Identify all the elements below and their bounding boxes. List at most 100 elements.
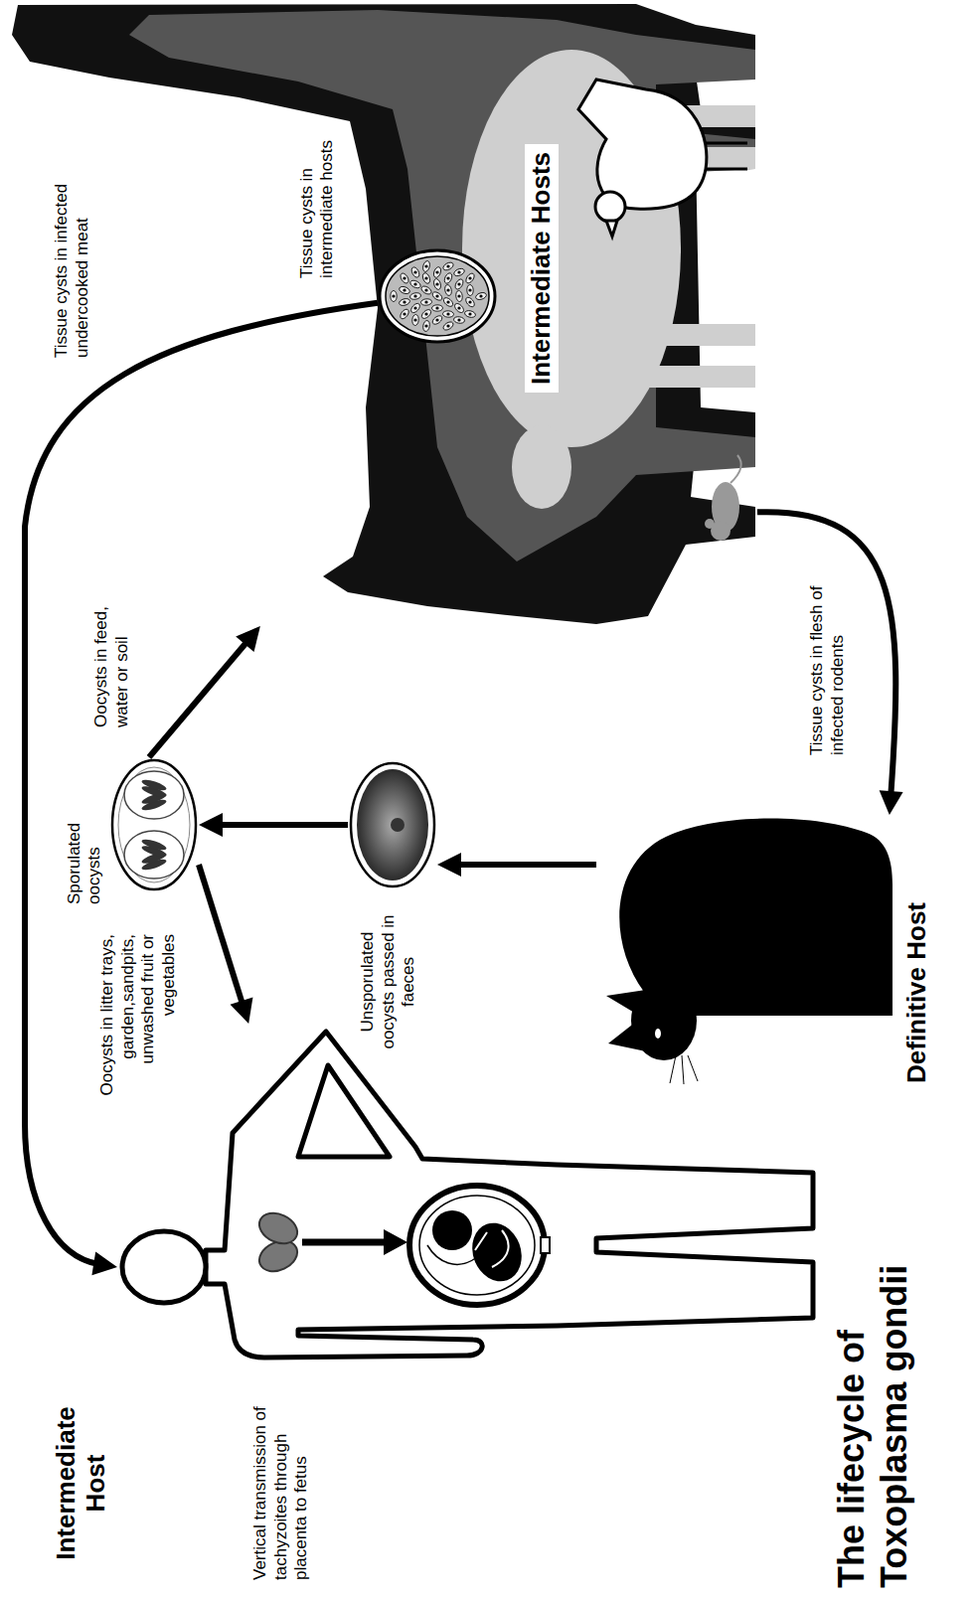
bradyzoite — [455, 290, 464, 303]
text-holder: The lifecycle of Toxoplasma gondii — [829, 1160, 916, 1589]
bradyzoite-nucleus — [446, 324, 450, 327]
oocyst-wall — [118, 767, 190, 883]
arrow-line — [757, 511, 896, 798]
bradyzoite-nucleus — [446, 276, 450, 280]
oocyst-wall — [350, 763, 435, 887]
cat — [606, 817, 893, 1085]
bradyzoite — [409, 302, 422, 315]
bradyzoite — [453, 316, 466, 325]
black-animal-part — [11, 3, 756, 625]
rodent-part — [730, 455, 742, 484]
arrow-connector — [757, 511, 904, 815]
chicken-part — [595, 191, 626, 222]
human-figure-part — [298, 1065, 390, 1157]
bradyzoite-nucleus — [402, 288, 406, 292]
bradyzoite-nucleus — [457, 306, 461, 310]
chicken — [578, 79, 748, 237]
bradyzoite-nucleus — [413, 282, 417, 286]
bradyzoite — [464, 296, 477, 310]
tissue-cyst: Tissue cysts in intermediate hosts — [377, 248, 497, 344]
oocyst-wall — [112, 760, 196, 890]
cat-host: Definitive Host — [596, 814, 895, 1064]
chicken-part — [606, 220, 618, 237]
bradyzoite-nucleus — [435, 270, 439, 274]
text-holder: Sporulated oocysts — [64, 795, 106, 905]
bradyzoite — [443, 272, 454, 286]
bradyzoite — [467, 284, 475, 296]
cat-part — [685, 989, 893, 1016]
bradyzoite-nucleus — [424, 264, 428, 268]
host-label: Definitive Host — [902, 844, 933, 1084]
cat-part — [606, 989, 647, 1014]
host-label: Intermediate Host — [51, 1396, 112, 1571]
bradyzoite — [475, 291, 487, 301]
human-figure — [122, 1031, 813, 1358]
bradyzoite — [420, 298, 433, 307]
bradyzoite — [390, 291, 397, 303]
arrow-connector — [198, 812, 348, 837]
womb-part — [419, 1195, 535, 1296]
text-holder: Oocysts in feed, water or soil — [91, 568, 133, 728]
arrow-line — [216, 821, 348, 828]
sporozoite — [141, 837, 168, 853]
bradyzoite-nucleus — [457, 318, 461, 322]
animal-hosts: Intermediate HostsTissue cysts in interm… — [19, 9, 758, 627]
cat-part — [669, 1055, 698, 1085]
bradyzoite — [398, 308, 411, 322]
cyst-wall — [379, 250, 495, 342]
human-host: Intermediate Host — [117, 1023, 806, 1402]
bradyzoite-nucleus — [446, 288, 450, 292]
text-holder: Unsporulated oocysts passed in faeces — [357, 912, 420, 1052]
stage-label: Tissue cysts in intermediate hosts — [297, 109, 338, 279]
placenta-part — [254, 1207, 303, 1250]
bradyzoite — [398, 272, 410, 286]
bradyzoite — [442, 296, 456, 309]
bradyzoite-nucleus — [413, 306, 417, 310]
bradyzoite-nucleus — [468, 300, 472, 304]
bradyzoite-nucleus — [446, 300, 450, 304]
black-animal — [11, 3, 756, 625]
sheep-part — [646, 324, 756, 346]
arrowhead — [879, 790, 904, 815]
human-figure-part — [205, 1031, 813, 1358]
cat-part — [654, 1028, 661, 1039]
text-holder: Oocysts in litter trays, garden,sandpits… — [97, 934, 180, 1138]
arrow-line — [24, 303, 378, 1266]
womb-part — [427, 1245, 478, 1265]
transmission-arrow-part — [383, 1229, 408, 1256]
bradyzoite-nucleus — [424, 312, 428, 316]
bradyzoite-nucleus — [435, 318, 439, 322]
bradyzoite — [432, 278, 442, 291]
text-holder: Tissue cysts in infected undercooked mea… — [51, 124, 93, 358]
arrowhead — [91, 1251, 118, 1276]
sporulated-oocyst-outline — [109, 757, 199, 893]
bradyzoite-nucleus — [402, 300, 406, 304]
sheep — [462, 49, 756, 509]
bradyzoite-nucleus — [468, 288, 472, 292]
grey-animal — [129, 9, 756, 562]
bradyzoite-nucleus — [446, 312, 450, 316]
womb — [409, 1185, 550, 1305]
transmission-arrow — [302, 1229, 408, 1256]
bradyzoite — [398, 297, 411, 307]
bradyzoite-nucleus — [424, 324, 428, 327]
oocyst-content — [356, 769, 429, 881]
arrowhead — [235, 626, 261, 652]
bradyzoite-nucleus — [468, 312, 472, 316]
bradyzoite — [409, 292, 422, 301]
bradyzoite-nucleus — [435, 282, 439, 286]
grey-animal-part — [129, 9, 756, 562]
bradyzoite — [422, 320, 431, 332]
bradyzoite — [442, 310, 454, 318]
bradyzoite — [442, 320, 456, 331]
chicken-part — [578, 79, 707, 209]
bradyzoite-nucleus — [457, 282, 461, 286]
text-holder: Tissue cysts in intermediate hosts — [297, 109, 338, 279]
bradyzoite-nucleus — [435, 306, 439, 310]
womb-part — [464, 1216, 530, 1290]
rodent — [704, 455, 742, 541]
zygote — [390, 817, 405, 832]
bradyzoite — [431, 290, 445, 303]
